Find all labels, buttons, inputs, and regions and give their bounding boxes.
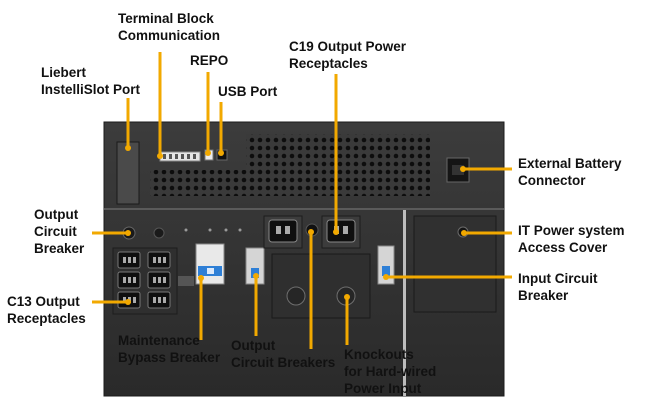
label-intellislot: Liebert InstelliSlot Port [41, 65, 141, 97]
c19-receptacle-group [263, 215, 361, 249]
label-c19-output: C19 Output Power Receptacles [289, 39, 407, 71]
bypass-breaker-toggle [207, 268, 214, 274]
callout-leaders [92, 52, 512, 349]
knockout-plate [271, 253, 371, 319]
screw-icon [153, 227, 165, 239]
intellislot-port [116, 141, 140, 205]
knockout-left-icon [286, 286, 306, 306]
output-breaker-switch [251, 268, 259, 278]
it-power-access-cover [413, 215, 497, 313]
label-terminal-block: Terminal Block Communication [118, 11, 221, 43]
label-maintenance-bypass: Maintenance Bypass Breaker [118, 333, 221, 365]
callout-dots [125, 145, 467, 305]
panel-indicator-dots [184, 228, 242, 232]
label-knockouts: Knockouts for Hard-wired Power Input [344, 347, 437, 396]
label-repo: REPO [190, 53, 229, 68]
label-c13-output: C13 Output Receptacles [7, 294, 86, 326]
vent-grille-icon [246, 134, 430, 196]
label-it-power-cover: IT Power system Access Cover [518, 223, 625, 255]
bypass-label-plate [178, 276, 194, 286]
label-input-breaker: Input Circuit Breaker [518, 271, 598, 303]
label-usb-port: USB Port [218, 84, 278, 99]
terminal-block-pins [163, 154, 196, 159]
top-divider [104, 208, 504, 210]
vent-grille-lower-icon [150, 170, 246, 196]
label-output-breakers: Output Circuit Breakers [231, 338, 336, 370]
input-breaker-switch [382, 266, 390, 276]
battery-connector-socket [452, 165, 464, 175]
it-cover-separator [403, 210, 406, 396]
c13-receptacle-group [112, 247, 178, 315]
label-external-battery: External Battery Connector [518, 156, 622, 188]
label-output-breaker-left: Output Circuit Breaker [34, 207, 85, 256]
